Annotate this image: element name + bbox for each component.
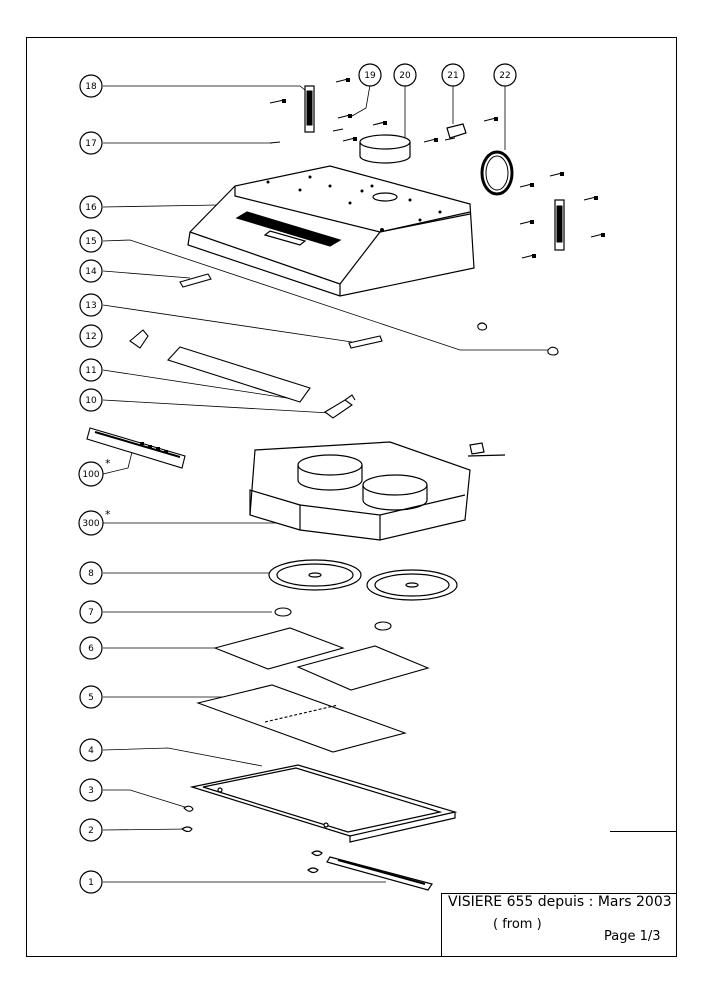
callout-18: 18: [85, 82, 97, 92]
callout-15: 15: [85, 237, 96, 247]
leader-lines: [102, 84, 548, 883]
since-date: Mars 2003: [597, 894, 672, 910]
asterisk-300: *: [105, 508, 111, 521]
callout-8: 8: [88, 569, 94, 579]
exhaust-collar: [359, 134, 411, 164]
callout-6: 6: [88, 644, 94, 654]
clip-12: [129, 329, 149, 349]
callout-2: 2: [88, 826, 94, 836]
callout-300: 300: [82, 519, 99, 529]
brackets-screws: [269, 78, 605, 259]
callout-11: 11: [85, 366, 96, 376]
hood-body: [187, 165, 475, 297]
callout-numbers: 18 17 16 15 14 13 12 11 10 100 300 8 7 6…: [82, 71, 510, 888]
filter-panel: [196, 684, 407, 753]
callout-20: 20: [399, 71, 411, 81]
slider-10: [324, 394, 356, 419]
callout-1: 1: [88, 878, 94, 888]
callout-16: 16: [85, 203, 97, 213]
callout-3: 3: [88, 786, 94, 796]
ring-seal: [480, 150, 514, 196]
callout-5: 5: [88, 693, 94, 703]
title-block-model-line: VISIERE 655 depuis : Mars 2003: [448, 894, 672, 910]
asterisk-100: *: [105, 457, 111, 470]
drawing-frame: [26, 37, 677, 957]
title-block-top-border: [441, 893, 677, 894]
model-name: VISIERE 655: [448, 894, 534, 910]
callout-12: 12: [85, 332, 96, 342]
trim-strip: [307, 850, 433, 891]
clip-part: [446, 123, 467, 139]
since-label: depuis :: [537, 894, 594, 910]
callout-10: 10: [85, 396, 97, 406]
lamp-holders: [274, 607, 392, 631]
title-block-left-border: [441, 893, 442, 957]
callout-14: 14: [85, 267, 97, 277]
asterisk-marks: * *: [105, 457, 111, 521]
callout-13: 13: [85, 301, 96, 311]
fan-covers: [268, 559, 458, 601]
bottom-frame: [189, 764, 458, 843]
callout-100: 100: [82, 470, 99, 480]
callout-21: 21: [447, 71, 458, 81]
callout-circles: [78, 63, 517, 894]
callout-22: 22: [499, 71, 510, 81]
callout-4: 4: [88, 746, 94, 756]
clips-2-3: [181, 805, 194, 833]
title-block-extension-line: [610, 831, 677, 832]
callout-19: 19: [364, 71, 376, 81]
page-number: Page 1/3: [604, 929, 661, 944]
motor-housing: [249, 441, 506, 541]
grease-filters: [213, 627, 430, 691]
small-clips: [179, 273, 559, 356]
from-label: ( from ): [493, 917, 542, 932]
callout-7: 7: [88, 608, 94, 618]
callout-17: 17: [85, 139, 96, 149]
control-board: [86, 427, 186, 469]
visor-panel: [167, 346, 311, 403]
